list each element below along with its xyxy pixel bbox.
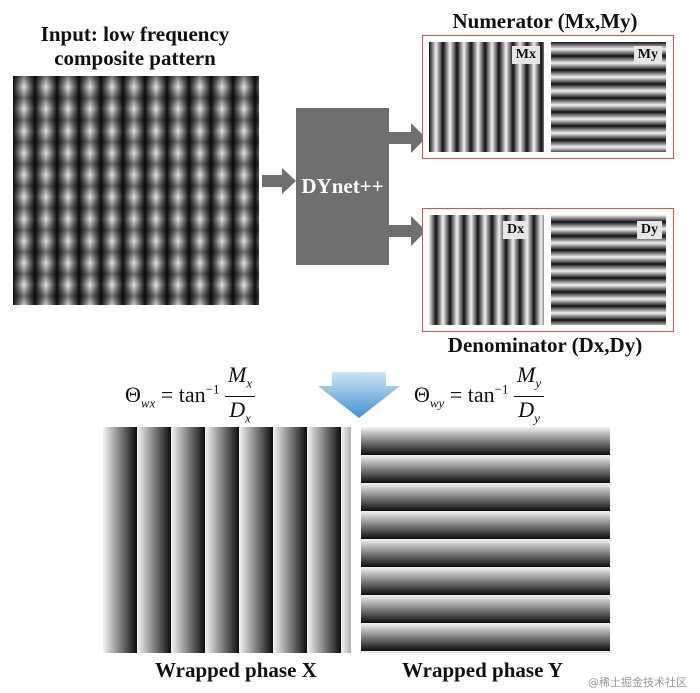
dx-image: Dx xyxy=(429,215,544,325)
denominator-title: Denominator (Dx,Dy) xyxy=(447,333,643,357)
dy-image: Dy xyxy=(551,215,666,325)
input-title-line1: Input: low frequency xyxy=(40,22,230,46)
input-title: Input: low frequency composite pattern xyxy=(10,22,260,70)
wrapped-phase-y-label: Wrapped phase Y xyxy=(402,658,564,682)
my-tag: My xyxy=(633,46,662,64)
wrapped-phase-x-image xyxy=(103,427,351,653)
denominator-box: Dx Dy xyxy=(422,208,674,332)
arrow-network-to-numerator xyxy=(389,123,427,158)
input-title-line2: composite pattern xyxy=(54,46,216,70)
formula-y: Θwy = tan−1 My Dy xyxy=(414,362,545,432)
formula-x: Θwx = tan−1 Mx Dx xyxy=(125,362,256,432)
numerator-box: Mx My xyxy=(422,35,674,159)
fraction-y: My Dy xyxy=(513,362,545,432)
my-image: My xyxy=(551,42,666,152)
input-pattern-image xyxy=(13,76,259,305)
fraction-x: Mx Dx xyxy=(224,362,256,432)
dy-tag: Dy xyxy=(636,221,662,239)
dx-tag: Dx xyxy=(503,221,529,239)
mx-image: Mx xyxy=(429,42,544,152)
dynet-network-box: DYnet++ xyxy=(296,108,389,265)
arrow-input-to-network xyxy=(262,168,298,199)
network-label: DYnet++ xyxy=(301,174,384,198)
numerator-title: Numerator (Mx,My) xyxy=(452,9,638,33)
wrapped-phase-x-label: Wrapped phase X xyxy=(155,658,317,682)
arrow-network-to-denominator xyxy=(389,216,427,251)
mx-tag: Mx xyxy=(511,46,540,64)
wrapped-phase-y-image xyxy=(361,427,610,653)
watermark: @稀土掘金技术社区 xyxy=(588,676,687,689)
blue-down-arrow xyxy=(318,372,400,423)
